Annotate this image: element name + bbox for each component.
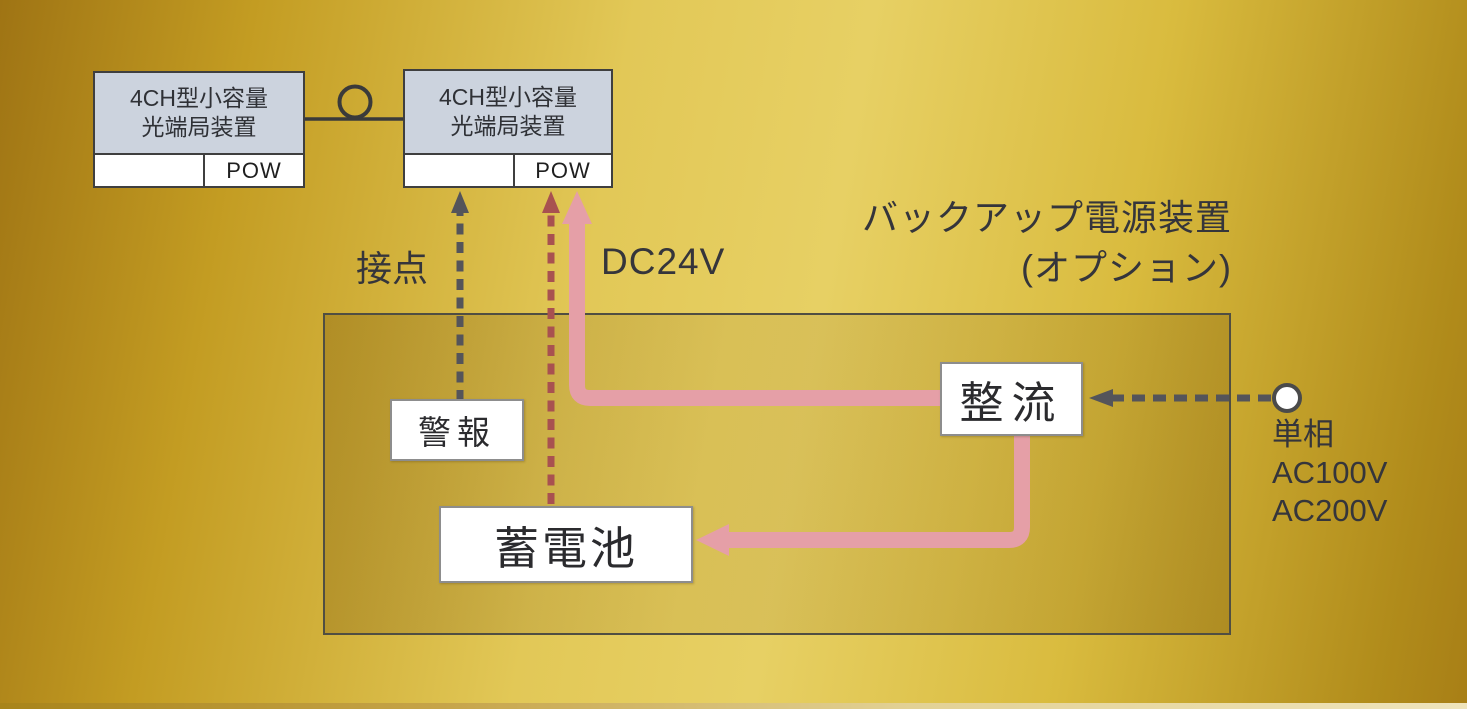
- alarm-box: 警報: [390, 399, 524, 461]
- device-name-line1: 4CH型小容量: [438, 84, 577, 110]
- blank-slot: [405, 155, 515, 186]
- pow-indicator: POW: [226, 157, 282, 183]
- dc24v-label: DC24V: [601, 241, 726, 282]
- backup-unit-title-line2: (オプション): [1021, 247, 1232, 288]
- optical-terminal-right: 4CH型小容量 光端局装置 POW: [403, 69, 613, 188]
- contact-signal-arrowhead-icon: [451, 191, 469, 213]
- device-name-line2: 光端局装置: [450, 113, 566, 139]
- optical-terminal-left: 4CH型小容量 光端局装置 POW: [93, 71, 305, 188]
- ac-input-voltage-200: AC200V: [1272, 493, 1388, 528]
- battery-box: 蓄電池: [439, 506, 693, 583]
- backup-unit-title: バックアップ電源装置 (オプション): [862, 193, 1232, 293]
- optical-terminal-right-name: 4CH型小容量 光端局装置: [405, 71, 611, 155]
- device-name-line1: 4CH型小容量: [129, 85, 268, 111]
- bottom-edge-strip: [0, 703, 1467, 709]
- blank-slot: [95, 155, 205, 186]
- rectifier-box: 整流: [940, 362, 1083, 436]
- battery-charge-line: [728, 432, 1030, 548]
- fiber-coupler-icon: [337, 84, 373, 120]
- contact-label: 接点: [356, 248, 429, 289]
- ac-input-voltage-100: AC100V: [1272, 455, 1388, 490]
- ac-input-phase: 単相: [1272, 417, 1334, 452]
- ac-input-terminal-icon: [1272, 383, 1302, 413]
- dc24v-arrowhead-icon: [562, 191, 592, 224]
- dc24v-supply-line: [569, 223, 946, 406]
- optical-terminal-left-name: 4CH型小容量 光端局装置: [95, 73, 303, 155]
- backup-unit-title-line1: バックアップ電源装置: [861, 197, 1232, 238]
- device-name-line2: 光端局装置: [141, 114, 257, 140]
- optical-terminal-left-slots: POW: [95, 155, 303, 186]
- battery-charge-arrowhead-icon: [696, 524, 729, 556]
- ac-input-label: 単相 AC100V AC200V: [1272, 416, 1387, 530]
- pow-indicator: POW: [535, 157, 591, 183]
- optical-terminal-right-slots: POW: [405, 155, 611, 186]
- ac-input-arrowhead-icon: [1089, 389, 1113, 407]
- battery-feed-arrowhead-icon: [542, 191, 560, 213]
